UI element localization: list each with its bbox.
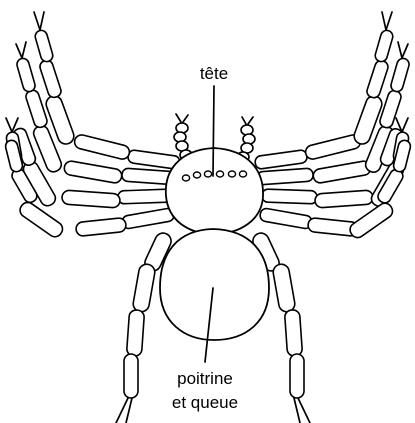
spider-head: [166, 148, 263, 234]
left-leg-1: [34, 12, 181, 170]
body-label-line-1: poitrine: [177, 369, 233, 388]
body-label-line-2: et queue: [172, 393, 238, 412]
head-label: tête: [200, 64, 228, 83]
spider-abdomen: [160, 229, 269, 340]
left-legs: [4, 12, 180, 239]
right-legs: [254, 12, 411, 240]
head-leader-line: [213, 86, 214, 176]
